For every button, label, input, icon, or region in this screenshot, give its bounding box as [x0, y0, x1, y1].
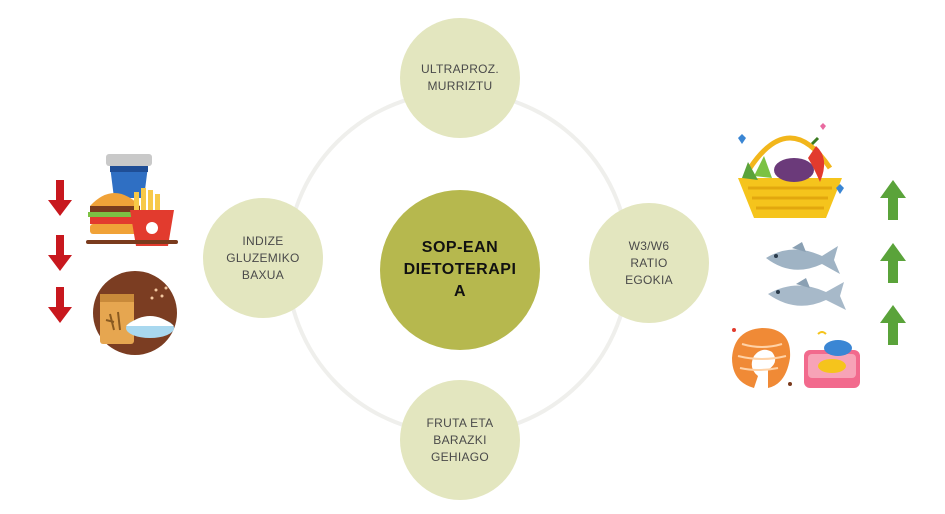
- fast-food-icon: [86, 154, 178, 246]
- fish-icon: [766, 242, 846, 310]
- node-top: ULTRAPROZ. MURRIZTU: [400, 18, 520, 138]
- arrow-down-icon: [48, 235, 72, 271]
- arrow-up-icon: [880, 180, 906, 220]
- center-node: SOP-EAN DIETOTERAPI A: [380, 190, 540, 350]
- salmon-steak-icon: [732, 328, 792, 388]
- canned-fish-icon: [804, 331, 860, 388]
- node-right-label: W3/W6 RATIO EGOKIA: [625, 238, 673, 287]
- node-bottom: FRUTA ETA BARAZKI GEHIAGO: [400, 380, 520, 500]
- node-bottom-label: FRUTA ETA BARAZKI GEHIAGO: [426, 415, 494, 464]
- arrow-up-icon: [880, 243, 906, 283]
- flour-sugar-icon: [93, 271, 177, 355]
- node-left-label: INDIZE GLUZEMIKO BAXUA: [226, 233, 300, 282]
- vegetable-basket-icon: [738, 123, 844, 218]
- node-right: W3/W6 RATIO EGOKIA: [589, 203, 709, 323]
- node-top-label: ULTRAPROZ. MURRIZTU: [420, 62, 500, 93]
- center-label: SOP-EAN DIETOTERAPI A: [403, 239, 517, 300]
- arrow-up-icon: [880, 305, 906, 345]
- node-left: INDIZE GLUZEMIKO BAXUA: [203, 198, 323, 318]
- arrow-down-icon: [48, 287, 72, 323]
- arrow-down-icon: [48, 180, 72, 216]
